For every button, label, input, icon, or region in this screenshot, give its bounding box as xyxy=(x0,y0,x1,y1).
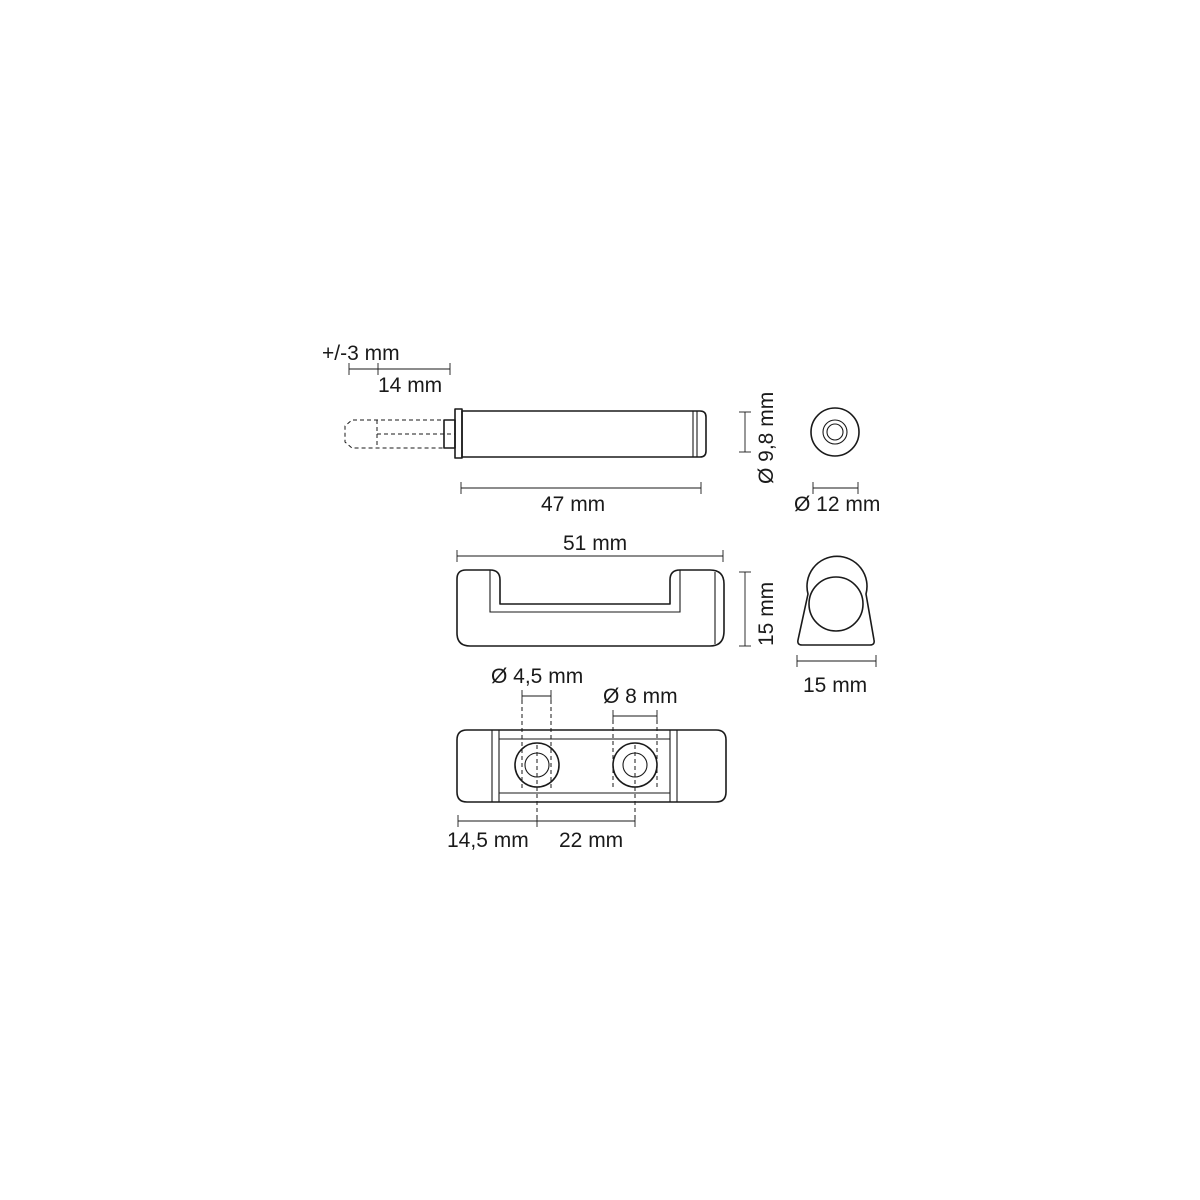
extension-label: 14 mm xyxy=(378,374,442,397)
holder-end-view xyxy=(797,555,875,646)
hole-spacing-label: 22 mm xyxy=(559,829,623,852)
holder-side-view xyxy=(456,569,725,647)
first-hole-offset-label: 14,5 mm xyxy=(447,829,529,852)
holder-channel-inner xyxy=(489,570,681,613)
screw-hole-dimension xyxy=(521,690,552,702)
holder-depth-label: 15 mm xyxy=(803,674,867,697)
holder-length-label: 51 mm xyxy=(563,532,627,555)
cap-outer-circle xyxy=(810,407,860,457)
holder-height-dimension xyxy=(739,571,751,647)
pusher-flange xyxy=(454,408,463,459)
pusher-body xyxy=(461,410,707,458)
pusher-length-dimension xyxy=(460,482,702,494)
holder-height-label: 15 mm xyxy=(755,582,778,646)
cap-diameter-dimension xyxy=(812,482,859,494)
holder-top-view xyxy=(456,700,727,820)
travel-label: +/-3 mm xyxy=(322,342,400,365)
counterbore-dimension xyxy=(612,710,658,722)
pusher-side-view xyxy=(344,408,707,459)
pusher-diameter-dimension xyxy=(739,411,751,453)
holder-length-dimension xyxy=(456,550,724,562)
cap-diameter-label: Ø 12 mm xyxy=(794,493,880,516)
holder-end-bore xyxy=(808,576,864,632)
cap-core-circle xyxy=(826,423,844,441)
pusher-diameter-label: Ø 9,8 mm xyxy=(755,392,778,484)
pusher-length-label: 47 mm xyxy=(541,493,605,516)
holder-end-outline xyxy=(797,555,875,646)
plunger-extended-outline xyxy=(344,419,455,449)
holder-depth-dimension xyxy=(796,655,877,667)
holder-outline xyxy=(456,569,725,647)
hole-position-dimension xyxy=(457,815,636,827)
travel-dimension xyxy=(348,363,451,375)
cap-end-view xyxy=(810,407,860,457)
holder-top-outline xyxy=(456,729,727,803)
screw-hole-label: Ø 4,5 mm xyxy=(491,665,583,688)
cap-inner-circle xyxy=(822,419,848,445)
counterbore-label: Ø 8 mm xyxy=(603,685,678,708)
